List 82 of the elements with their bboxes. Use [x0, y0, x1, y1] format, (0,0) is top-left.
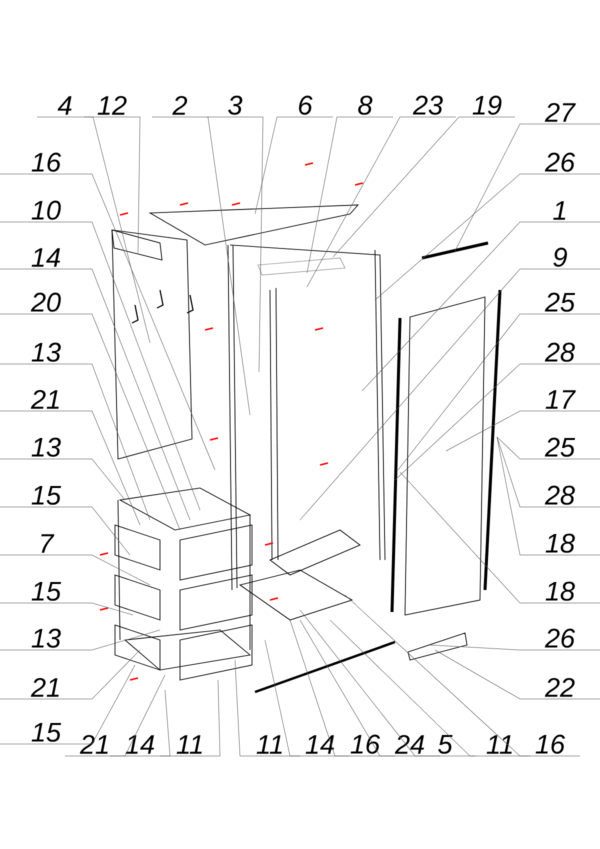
leader-line	[400, 472, 600, 604]
leader-line	[496, 436, 600, 460]
callout-number: 2	[172, 96, 188, 115]
leader-line	[206, 116, 264, 372]
leader-line	[84, 116, 140, 254]
callout-number: 16	[536, 734, 566, 754]
callout-number: 9	[553, 248, 567, 267]
callout-number: 11	[176, 735, 202, 754]
callout-number: 17	[546, 390, 576, 409]
callout-number: 20	[30, 292, 61, 312]
callout-number: 3	[228, 96, 242, 115]
leader-line	[300, 268, 600, 520]
callout-number: 1	[553, 201, 566, 220]
callout-number: 21	[30, 678, 59, 697]
leader-line	[306, 116, 394, 274]
callout-number: 11	[486, 735, 512, 754]
callout-number: 24	[394, 734, 424, 754]
callout-number: 13	[32, 438, 61, 457]
leader-line	[446, 410, 600, 452]
callout-number: 14	[32, 248, 60, 267]
callout-number: 16	[350, 734, 380, 754]
leader-line	[0, 602, 134, 616]
leader-line	[36, 116, 150, 344]
callout-number: 26	[544, 628, 576, 648]
callout-number: 11	[256, 735, 282, 754]
callout-number: 23	[412, 96, 443, 115]
leader-line	[0, 650, 140, 700]
callout-number: 21	[80, 734, 108, 754]
leader-line	[394, 364, 600, 480]
leader-line	[332, 116, 516, 258]
callout-number: 22	[544, 678, 575, 697]
callout-number: 26	[544, 152, 576, 172]
callout-number: 5	[438, 734, 453, 754]
leader-line	[0, 664, 136, 744]
callout-number: 13	[32, 628, 61, 648]
callout-number: 4	[58, 96, 72, 115]
leader-line	[0, 506, 130, 556]
leader-line	[0, 458, 126, 500]
leader-line	[0, 554, 150, 586]
callout-number: 8	[358, 96, 372, 115]
callout-number: 15	[32, 722, 62, 742]
callout-number: 18	[546, 534, 575, 553]
leader-line	[152, 116, 250, 416]
callout-number: 6	[299, 96, 313, 115]
callout-number: 18	[546, 582, 575, 601]
leader-line	[454, 124, 600, 252]
callout-number: 13	[32, 342, 61, 362]
callout-number: 27	[544, 102, 576, 122]
leader-line	[434, 650, 600, 700]
leader-line	[0, 268, 190, 520]
callout-number: 10	[32, 200, 61, 220]
leader-line	[0, 364, 150, 520]
callout-number: 28	[544, 486, 575, 505]
leader-line	[0, 174, 216, 470]
callout-number: 25	[544, 292, 576, 312]
leader-line	[496, 436, 600, 508]
callout-number: 14	[126, 735, 154, 754]
leader-line	[306, 116, 456, 288]
leader-line	[0, 410, 140, 526]
leader-line	[160, 680, 220, 756]
callout-number: 7	[41, 534, 54, 553]
leader-line	[0, 630, 160, 650]
callout-number: 14	[306, 735, 334, 754]
callout-number: 25	[544, 438, 576, 457]
leader-line	[496, 436, 600, 556]
callout-number: 15	[32, 486, 62, 505]
leader-line	[64, 674, 166, 756]
callout-number: 12	[98, 96, 127, 115]
leader-line	[398, 314, 600, 470]
callout-number: 21	[30, 390, 59, 409]
callout-number: 28	[544, 342, 575, 362]
leader-line	[362, 222, 600, 392]
leader-line	[254, 116, 334, 214]
leader-line	[374, 174, 600, 300]
leader-line	[344, 594, 580, 756]
callout-number: 15	[32, 582, 62, 601]
callout-number: 19	[472, 96, 502, 115]
leader-line	[0, 222, 200, 510]
leader-line	[430, 644, 600, 650]
callout-number: 16	[32, 152, 62, 172]
leader-line	[0, 314, 180, 530]
leader-line	[110, 690, 170, 756]
